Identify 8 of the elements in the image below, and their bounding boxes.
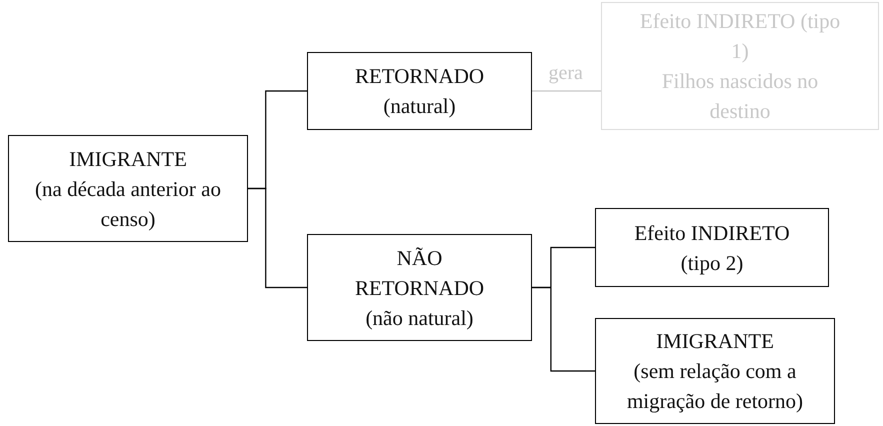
text-box: RETORNADO (natural) <box>307 52 532 130</box>
connector-line <box>248 188 307 288</box>
text-box: IMIGRANTE (sem relação com a migração de retorno) <box>595 318 835 424</box>
text-box: NÃO RETORNADO (não natural) <box>307 234 532 341</box>
connector-line <box>532 286 595 372</box>
text-box: IMIGRANTE (na década anterior ao censo) <box>8 135 248 242</box>
connector-line <box>532 90 601 92</box>
text-box: Efeito INDIRETO (tipo 2) <box>595 208 829 287</box>
